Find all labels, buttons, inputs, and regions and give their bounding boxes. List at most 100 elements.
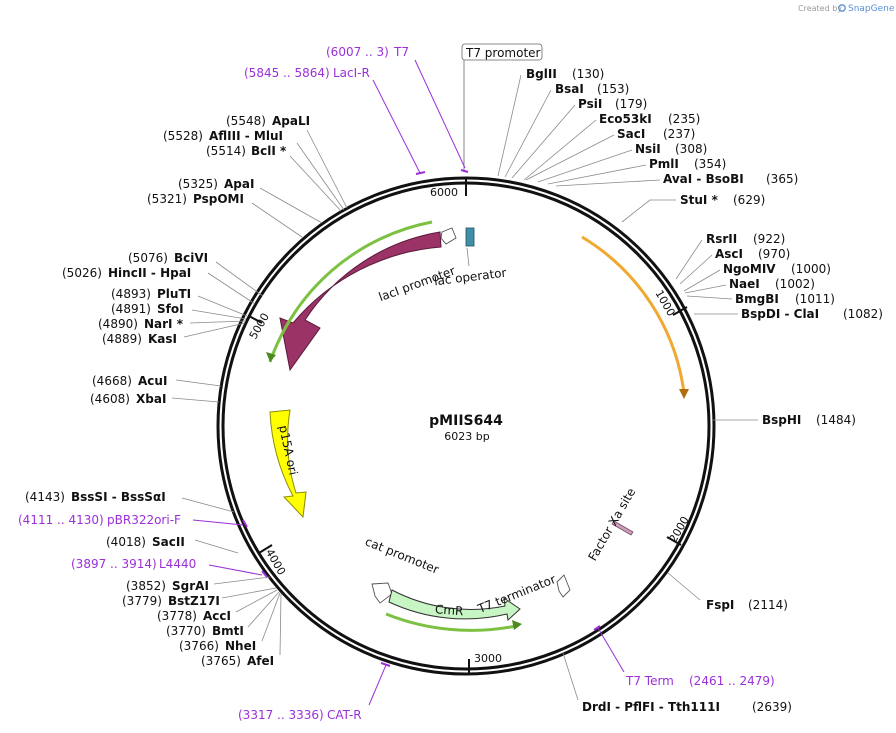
enzyme-name[interactable]: NsiI [635, 142, 661, 156]
primer-position: (5845 .. 5864) [244, 66, 330, 80]
laci-promoter-arrow[interactable] [440, 227, 457, 245]
enzyme-name[interactable]: SfoI [157, 302, 184, 316]
enzyme-name[interactable]: PluTI [157, 287, 191, 301]
enzyme-name[interactable]: AflIII - MluI [209, 129, 283, 143]
primer-leader [192, 519, 244, 526]
lac-operator-feature[interactable] [465, 227, 475, 247]
enzyme-position: (153) [597, 82, 629, 96]
enzyme-name[interactable]: KasI [148, 332, 177, 346]
laci-annotation-arc [268, 220, 433, 363]
enzyme-name[interactable]: PmlI [649, 157, 679, 171]
primer-mark [242, 519, 248, 528]
primer-leader [597, 627, 625, 673]
primer-mark [380, 662, 391, 667]
enzyme-name[interactable]: PspOMI [193, 192, 244, 206]
laci-gene-feature[interactable] [279, 231, 442, 372]
enzyme-name[interactable]: BglII [526, 67, 557, 81]
enzyme-name[interactable]: BspHI [762, 413, 801, 427]
primers: (6007 .. 3) T7 (5845 .. 5864) LacI-R (41… [18, 45, 775, 722]
enzyme-name[interactable]: BssSI - BssSαI [71, 490, 166, 504]
enzyme-position: (4893) [111, 287, 151, 301]
enzyme-position: (4018) [106, 535, 146, 549]
primer-name[interactable]: pBR322ori-F [107, 513, 181, 527]
enzyme-name[interactable]: Eco53kI [599, 112, 652, 126]
t7-promoter-box[interactable] [461, 43, 543, 61]
enzyme-name[interactable]: NaeI [729, 277, 760, 291]
enzyme-position: (5026) [62, 266, 102, 280]
cmr-annotation-arrowhead [512, 620, 522, 630]
enzyme-name[interactable]: BspDI - ClaI [741, 307, 819, 321]
tick-5000 [248, 315, 263, 324]
enzyme-position: (4143) [25, 490, 65, 504]
enzyme-name[interactable]: PsiI [578, 97, 602, 111]
enzyme-position: (3852) [126, 579, 166, 593]
enzyme-name[interactable]: AfeI [247, 654, 274, 668]
p15a-ori-feature[interactable] [269, 409, 307, 519]
enzyme-position: (5548) [226, 114, 266, 128]
primer-position: (3317 .. 3336) [238, 708, 324, 722]
primer-leader [368, 664, 387, 706]
enzyme-name[interactable]: SacII [152, 535, 185, 549]
enzyme-name[interactable]: AvaI - BsoBI [663, 172, 744, 186]
enzyme-position: (629) [733, 193, 765, 207]
t7-promoter-label: T7 promoter [465, 46, 541, 60]
primer-name[interactable]: LacI-R [333, 66, 370, 80]
factor-xa-site-feature[interactable] [611, 520, 634, 536]
primer-name[interactable]: L4440 [159, 557, 196, 571]
cmr-gene-feature[interactable] [388, 589, 521, 621]
enzyme-name[interactable]: NarI * [144, 317, 184, 331]
enzyme-position: (3779) [122, 594, 162, 608]
cmr-annotation-arc [385, 612, 517, 632]
enzyme-position: (2114) [748, 598, 788, 612]
enzyme-name[interactable]: BstZ17I [168, 594, 220, 608]
primer-name[interactable]: T7 Term [625, 674, 674, 688]
credit-text: Created by [798, 4, 842, 13]
enzyme-name[interactable]: NheI [225, 639, 256, 653]
factor-xa-label: Factor Xa site [585, 486, 638, 564]
enzyme-position: (130) [572, 67, 604, 81]
enzyme-name[interactable]: ApaI [224, 177, 254, 191]
primer-leader [372, 79, 421, 174]
enzyme-name[interactable]: StuI * [680, 193, 719, 207]
enzyme-position: (1011) [795, 292, 835, 306]
primer-name[interactable]: CAT-R [327, 708, 362, 722]
enzyme-name[interactable]: AcuI [138, 374, 167, 388]
enzyme-position: (354) [694, 157, 726, 171]
cmr-label: CmR [435, 602, 464, 618]
enzyme-name[interactable]: RsrII [706, 232, 737, 246]
enzyme-name[interactable]: AccI [203, 609, 231, 623]
primer-name[interactable]: T7 [393, 45, 409, 59]
enzyme-position: (3778) [157, 609, 197, 623]
enzyme-name[interactable]: ApaLI [272, 114, 310, 128]
enzyme-name[interactable]: HincII - HpaI [108, 266, 191, 280]
enzyme-name[interactable]: SgrAI [172, 579, 209, 593]
enzyme-name[interactable]: DrdI - PflFI - Tth111I [582, 700, 720, 714]
enzyme-position: (5325) [178, 177, 218, 191]
tick-marks [248, 179, 688, 673]
orange-annotation-arrowhead [679, 389, 689, 399]
cat-promoter-arrow[interactable] [371, 582, 393, 604]
enzyme-name[interactable]: AscI [715, 247, 743, 261]
tick-2000 [666, 536, 682, 546]
t7-terminator-arrow[interactable] [556, 574, 571, 598]
enzyme-name[interactable]: BmgBI [735, 292, 779, 306]
enzyme-position: (3765) [201, 654, 241, 668]
enzyme-position: (235) [668, 112, 700, 126]
enzyme-position: (4668) [92, 374, 132, 388]
enzyme-name[interactable]: SacI [617, 127, 645, 141]
enzyme-position: (4608) [90, 392, 130, 406]
enzyme-name[interactable]: XbaI [136, 392, 166, 406]
enzyme-position: (922) [753, 232, 785, 246]
enzyme-position: (1484) [816, 413, 856, 427]
enzyme-name[interactable]: NgoMIV [723, 262, 776, 276]
lac-operator-leader [466, 247, 470, 267]
plasmid-name: pMIIS644 [429, 413, 503, 429]
enzyme-name[interactable]: BclI * [251, 144, 287, 158]
enzyme-name[interactable]: BsaI [555, 82, 584, 96]
enzyme-name[interactable]: BmtI [212, 624, 244, 638]
enzyme-name[interactable]: FspI [706, 598, 734, 612]
plasmid-length: 6023 bp [444, 430, 489, 443]
primer-mark [415, 171, 426, 175]
tick-label-3000: 3000 [474, 652, 502, 665]
enzyme-name[interactable]: BciVI [174, 251, 208, 265]
